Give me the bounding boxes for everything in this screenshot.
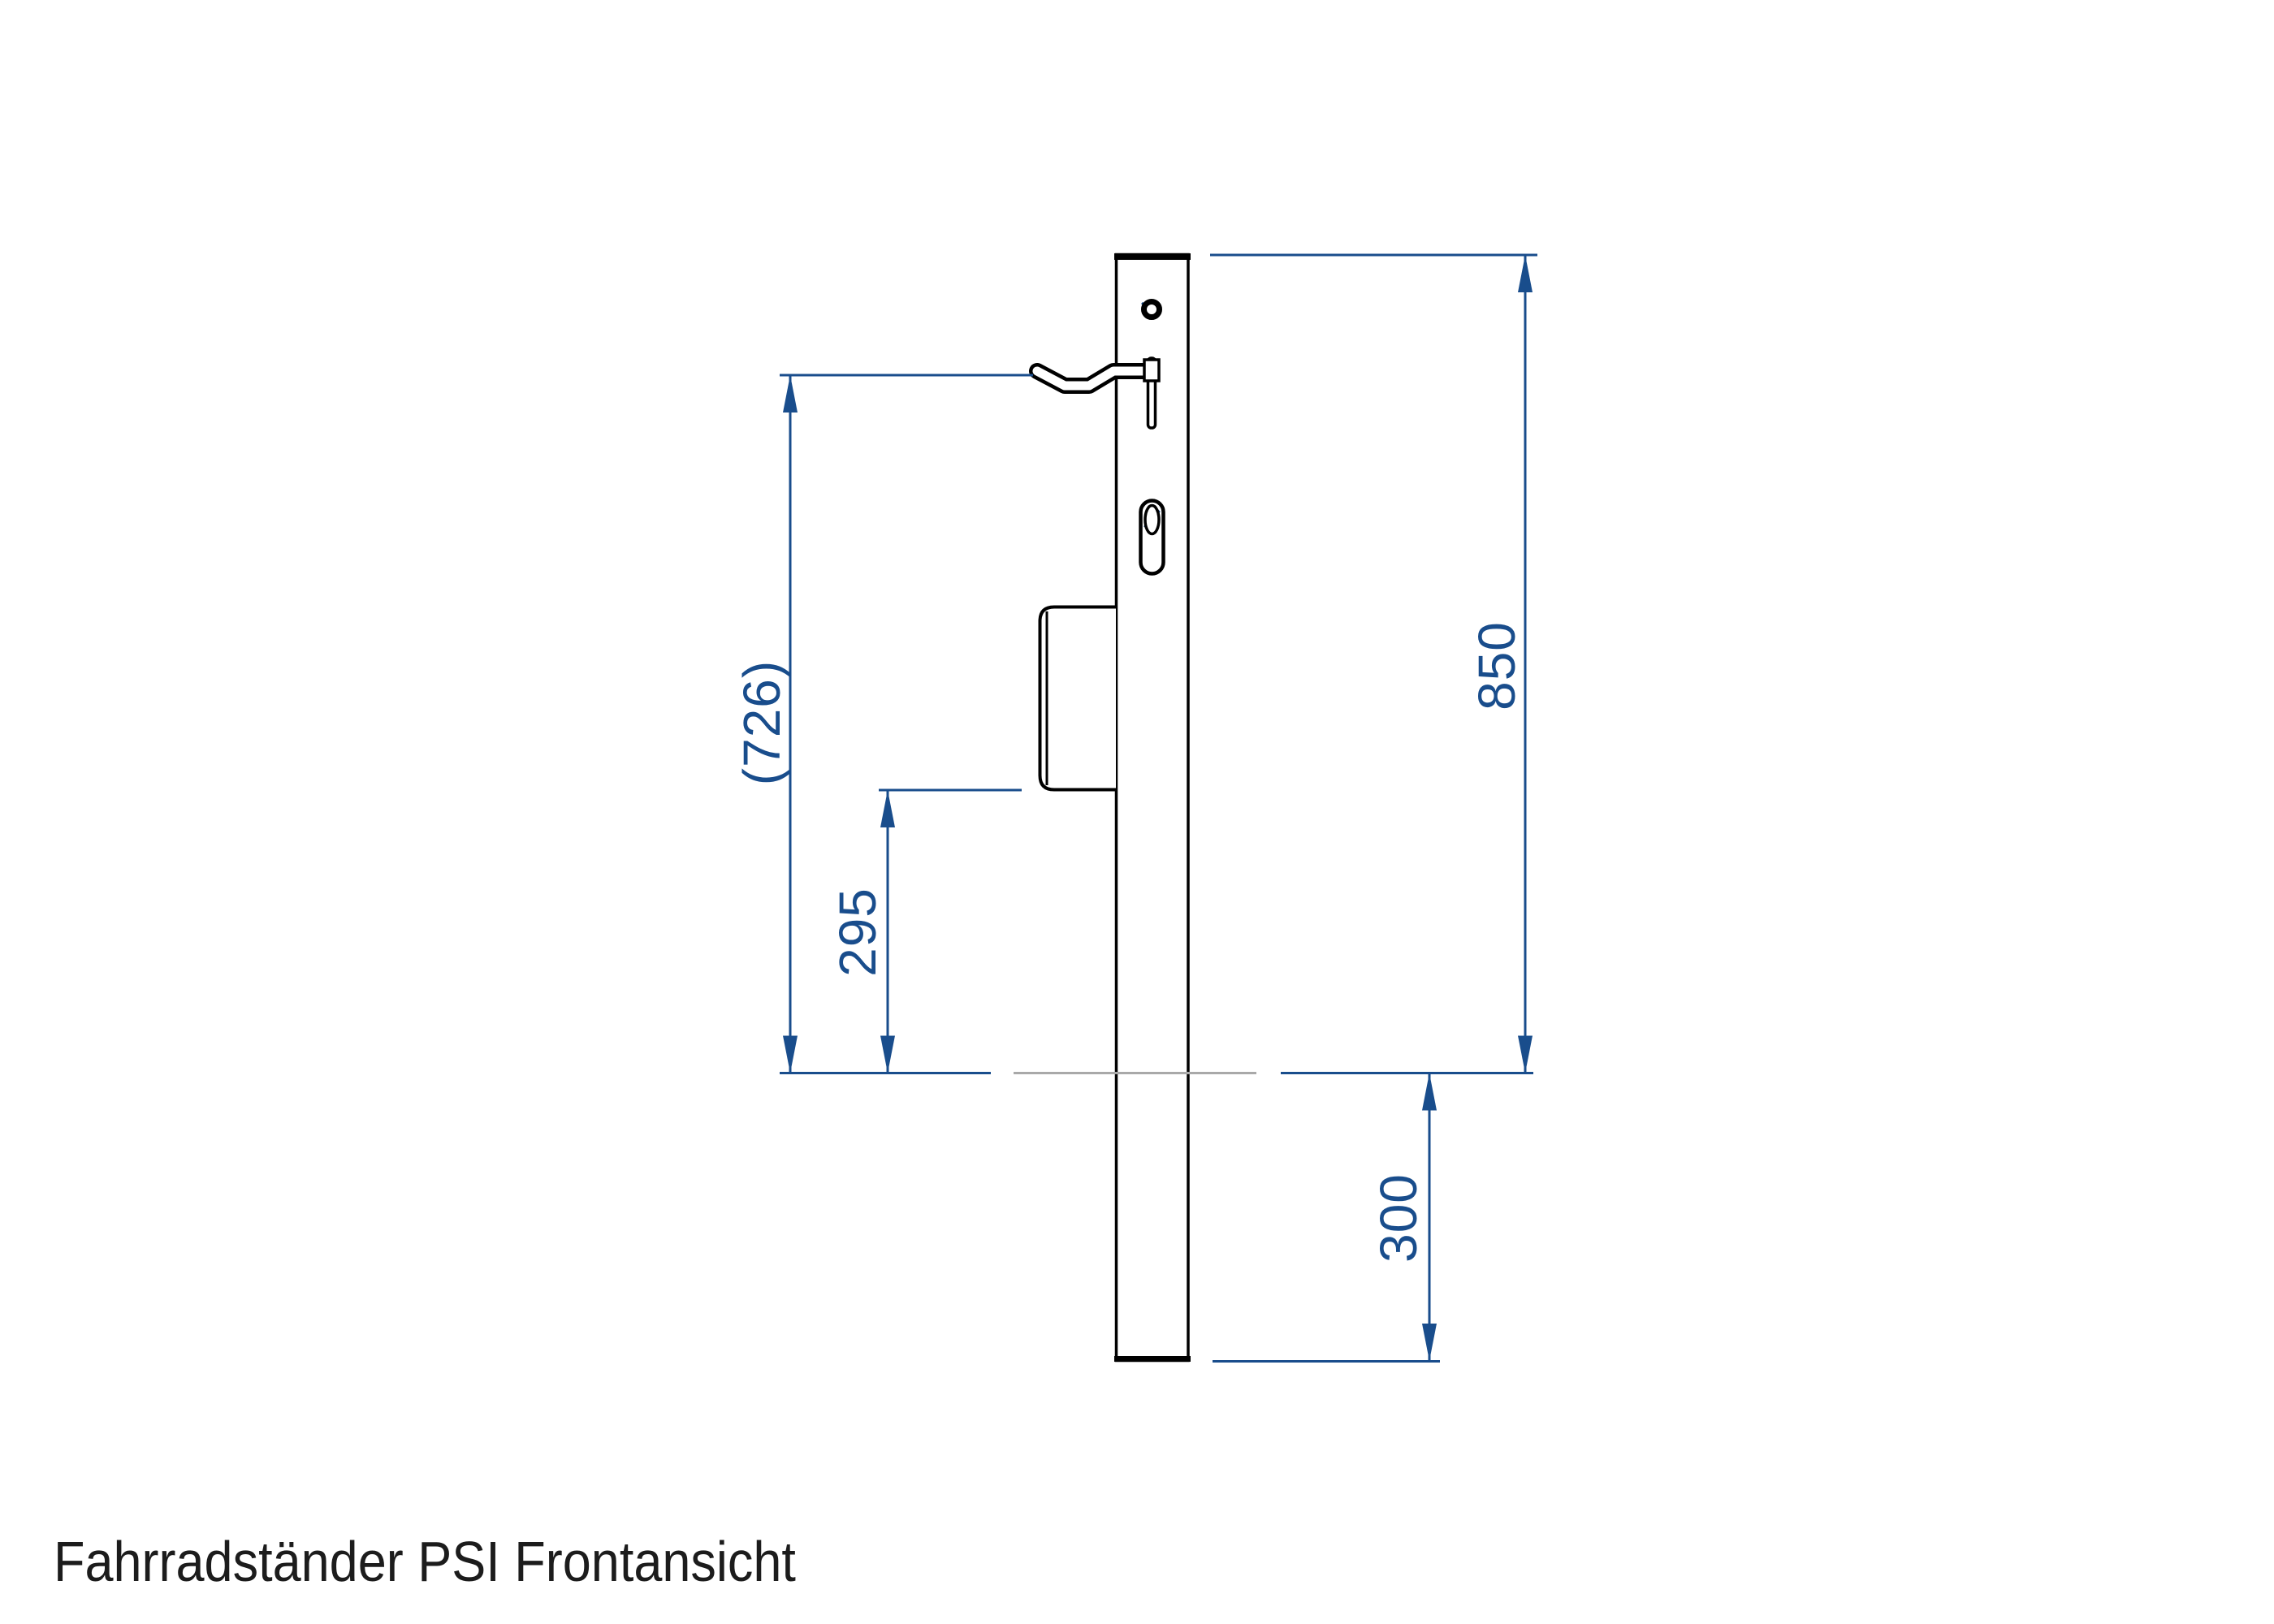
dim-label-850: 850	[1468, 621, 1526, 710]
dim-300-arrow-up	[1422, 1073, 1437, 1111]
side-block-outline	[1038, 605, 1116, 792]
post-outline	[1114, 253, 1190, 1363]
dim-850-arrow-up	[1518, 255, 1533, 292]
hook	[1029, 363, 1159, 394]
drawing-title: Fahrradständer PSI Frontansicht	[54, 1530, 796, 1593]
key-slot	[1139, 499, 1165, 576]
pin-head	[1143, 358, 1161, 382]
dimension-300	[1213, 1073, 1440, 1363]
hole-outline	[1141, 299, 1162, 320]
dim-label-300: 300	[1369, 1173, 1428, 1263]
dim-label-726: (726)	[733, 659, 791, 786]
dim-label-295: 295	[828, 888, 887, 977]
dim-300-arrow-down	[1422, 1324, 1437, 1361]
hook-pin	[1143, 356, 1161, 430]
dimension-726	[780, 374, 1033, 1073]
dim-295-arrow-up	[880, 790, 895, 827]
post	[1114, 253, 1191, 1363]
dim-850-arrow-down	[1518, 1035, 1533, 1073]
slot-inner-ellipse	[1143, 503, 1161, 536]
dim-295-arrow-down	[880, 1035, 895, 1073]
mounting-hole	[1141, 299, 1162, 320]
dimension-850	[1210, 253, 1537, 1073]
dim-726-arrow-down	[783, 1035, 798, 1073]
side-block	[1038, 605, 1116, 792]
dimension-295	[879, 788, 1022, 1073]
hook-inner-face	[1032, 366, 1156, 391]
dim-726-arrow-up	[783, 375, 798, 412]
